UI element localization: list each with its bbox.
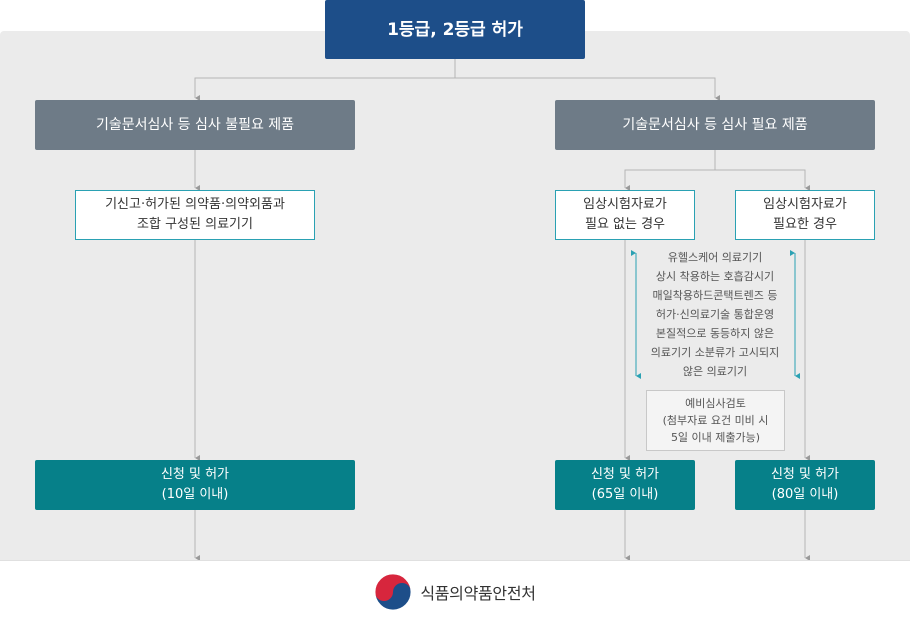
clinical-criteria-list: 유헬스케어 의료기기 상시 착용하는 호흡감시기 매일착용하드콘택트렌즈 등 허…	[640, 248, 790, 381]
clinical-line2: 필요한 경우	[773, 217, 837, 232]
result-10-line2: (10일 이내)	[161, 487, 229, 502]
result-80-line1: 신청 및 허가	[770, 467, 840, 482]
branch-no-review: 기술문서심사 등 심사 불필요 제품	[35, 100, 355, 150]
footer: 식품의약품안전처	[0, 560, 910, 622]
pre-review-line2: (첨부자료 요건 미비 시	[662, 414, 769, 427]
no-clinical-line2: 필요 없는 경우	[584, 217, 666, 232]
branch-review-required: 기술문서심사 등 심사 필요 제품	[555, 100, 875, 150]
result-80-days: 신청 및 허가 (80일 이내)	[735, 460, 875, 510]
result-80-line2: (80일 이내)	[771, 487, 839, 502]
result-10-days: 신청 및 허가 (10일 이내)	[35, 460, 355, 510]
result-65-days: 신청 및 허가 (65일 이내)	[555, 460, 695, 510]
result-10-line1: 신청 및 허가	[160, 467, 230, 482]
clinical-data-box: 임상시험자료가 필요한 경우	[735, 190, 875, 240]
combo-line1: 기신고·허가된 의약품·의약외품과	[105, 197, 285, 212]
pre-review-note: 예비심사검토 (첨부자료 요건 미비 시 5일 이내 제출가능)	[646, 390, 785, 451]
branch-review-label: 기술문서심사 등 심사 필요 제품	[622, 117, 808, 133]
no-clinical-line1: 임상시험자료가	[583, 197, 667, 212]
result-65-line1: 신청 및 허가	[590, 467, 660, 482]
pre-review-line1: 예비심사검토	[685, 397, 746, 410]
grade-approval-title: 1등급, 2등급 허가	[325, 0, 585, 59]
no-clinical-data-box: 임상시험자료가 필요 없는 경우	[555, 190, 695, 240]
criteria-item: 않은 의료기기	[682, 365, 748, 378]
org-name: 식품의약품안전처	[420, 583, 536, 603]
result-65-line2: (65일 이내)	[591, 487, 659, 502]
combo-line2: 조합 구성된 의료기기	[137, 217, 253, 232]
criteria-item: 상시 착용하는 호흡감시기	[655, 270, 775, 283]
clinical-line1: 임상시험자료가	[763, 197, 847, 212]
combo-device-box: 기신고·허가된 의약품·의약외품과 조합 구성된 의료기기	[75, 190, 315, 240]
title-text: 1등급, 2등급 허가	[387, 19, 523, 40]
criteria-item: 허가·신의료기술 통합운영	[655, 308, 775, 321]
taegeuk-icon	[374, 572, 412, 611]
criteria-item: 의료기기 소분류가 고시되지	[650, 346, 780, 359]
criteria-item: 유헬스케어 의료기기	[667, 251, 763, 264]
pre-review-line3: 5일 이내 제출가능)	[670, 431, 761, 444]
criteria-item: 매일착용하드콘택트렌즈 등	[652, 289, 778, 302]
branch-no-review-label: 기술문서심사 등 심사 불필요 제품	[95, 117, 295, 133]
criteria-item: 본질적으로 동등하지 않은	[655, 327, 775, 340]
